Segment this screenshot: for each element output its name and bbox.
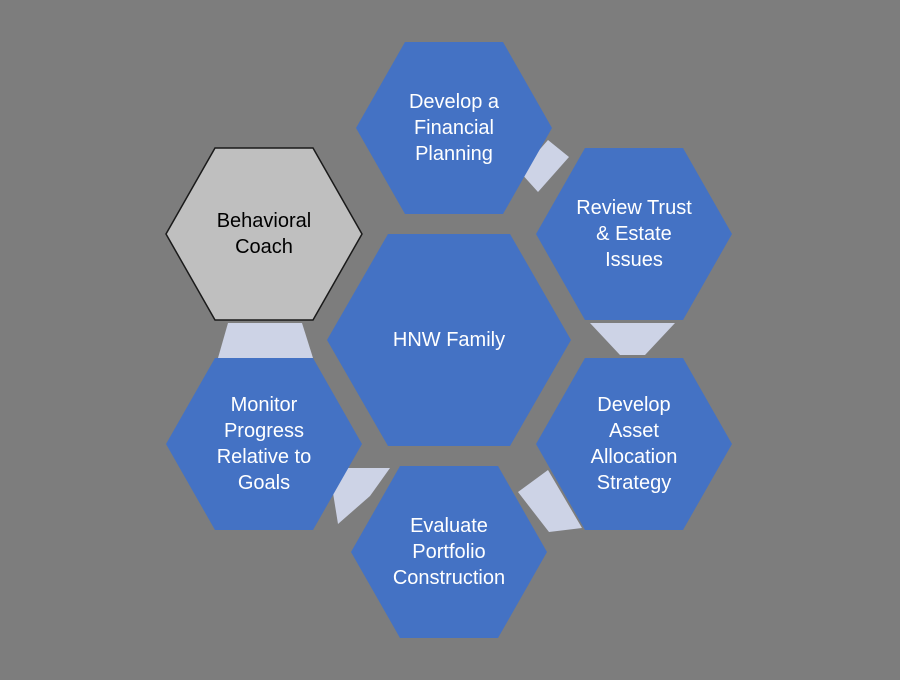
hexagon-center-hnw-family xyxy=(327,234,571,446)
hexagon-behavioral-coach xyxy=(165,147,363,321)
label-behavioral-coach-line-1: Behavioral xyxy=(216,210,312,232)
label-develop-asset-allocation-line-4: Strategy xyxy=(596,472,672,494)
label-evaluate-portfolio-line-2: Portfolio xyxy=(412,541,486,563)
connector-band-1 xyxy=(520,140,569,192)
label-evaluate-portfolio-line-3: Construction xyxy=(392,567,506,589)
label-review-trust-estate-line-3: Issues xyxy=(605,249,663,271)
label-center-hnw-family: HNW Family xyxy=(354,234,544,446)
label-monitor-progress-line-3: Relative to xyxy=(216,446,312,468)
hexagon-develop-asset-allocation xyxy=(536,358,732,530)
connector-group xyxy=(218,140,675,532)
connector-band-2 xyxy=(590,323,675,355)
connector-band-3 xyxy=(518,470,582,532)
label-develop-asset-allocation-line-3: Allocation xyxy=(590,446,678,468)
connector-band-5 xyxy=(218,323,313,358)
label-review-trust-estate-line-1: Review Trust xyxy=(576,197,692,219)
hexagon-develop-financial-planning xyxy=(356,42,552,214)
connector-band-4 xyxy=(329,468,390,524)
label-behavioral-coach-line-2: Coach xyxy=(235,236,293,258)
hexagon-group xyxy=(165,42,732,638)
label-monitor-progress-line-4: Goals xyxy=(237,472,291,494)
hexagon-monitor-progress xyxy=(166,358,362,530)
label-monitor-progress-line-2: Progress xyxy=(223,420,304,442)
label-center-hnw-family-text: HNW Family xyxy=(393,327,505,353)
hexagon-evaluate-portfolio xyxy=(351,466,547,638)
label-center-hnw-family-line-1: HNW Family xyxy=(392,329,506,351)
label-develop-financial-planning-line-1: Develop a xyxy=(408,91,500,113)
label-monitor-progress-line-1: Monitor xyxy=(230,394,298,416)
label-evaluate-portfolio-line-1: Evaluate xyxy=(410,515,488,537)
label-develop-asset-allocation-line-1: Develop xyxy=(597,394,671,416)
label-develop-financial-planning-line-3: Planning xyxy=(415,143,493,165)
label-review-trust-estate-line-2: & Estate xyxy=(596,223,672,245)
label-develop-financial-planning-line-2: Financial xyxy=(413,117,494,139)
hexagon-review-trust-estate xyxy=(536,148,732,320)
label-develop-asset-allocation-line-2: Asset xyxy=(608,420,659,442)
